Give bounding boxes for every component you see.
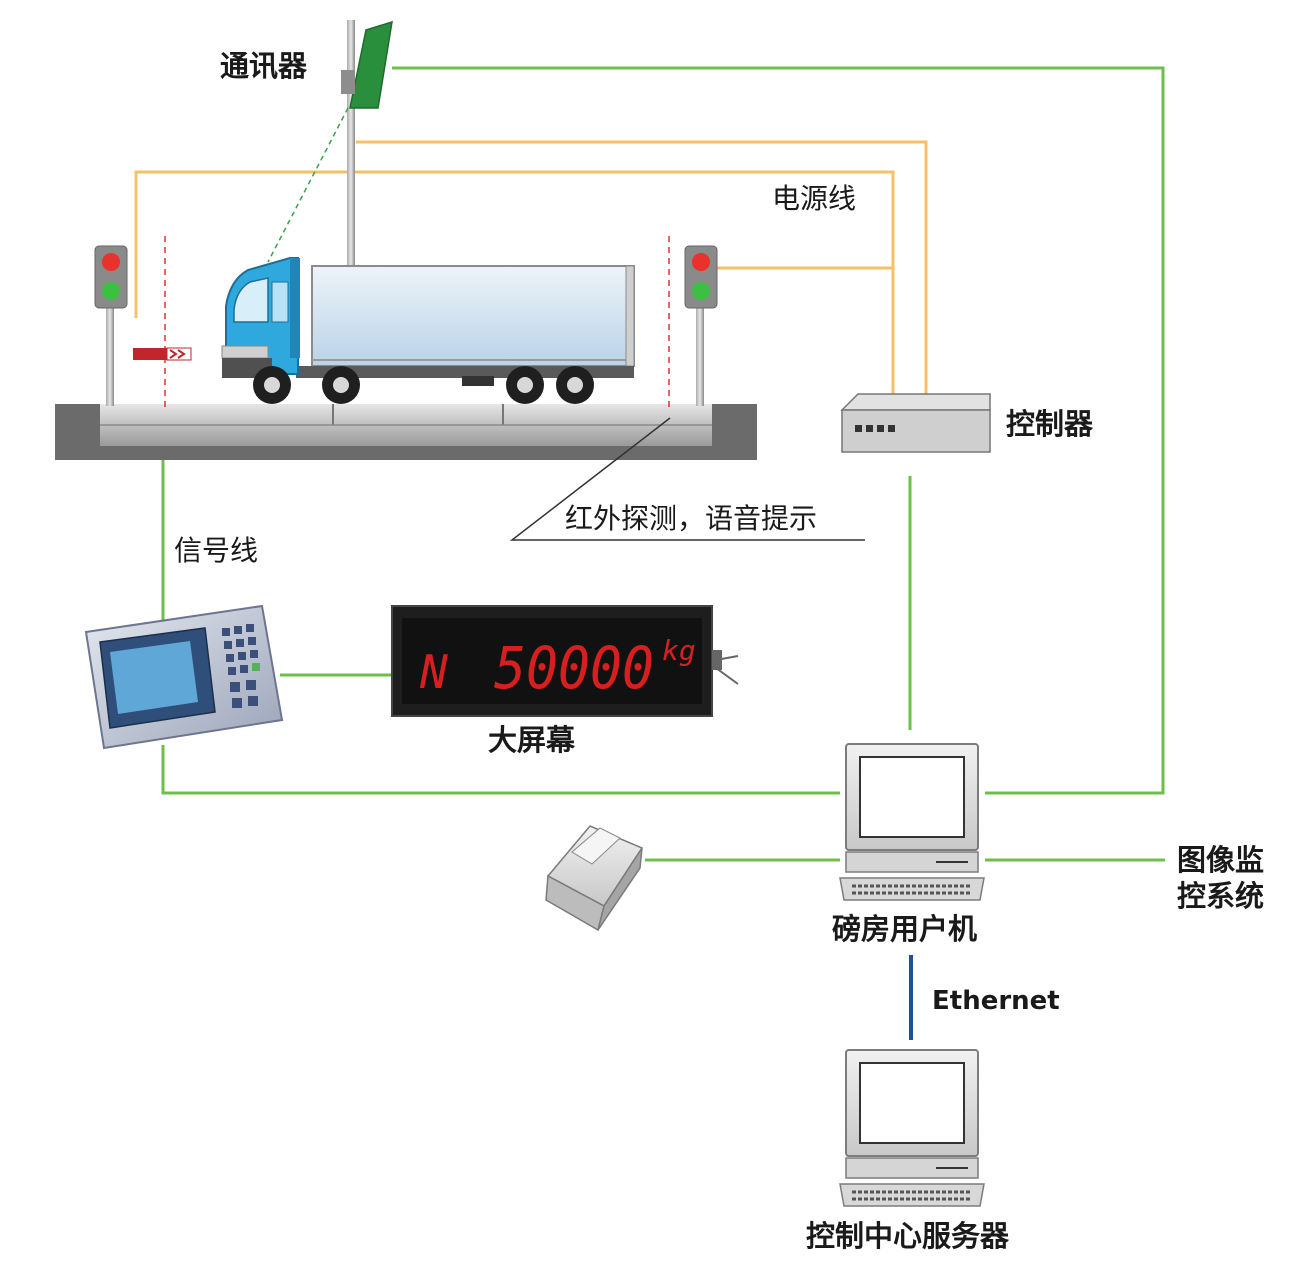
truck-wheels xyxy=(253,366,594,404)
printer xyxy=(545,825,644,932)
red-light-icon xyxy=(102,253,120,271)
label-signal-line: 信号线 xyxy=(174,534,258,567)
green-light-icon xyxy=(102,282,120,300)
server-pc xyxy=(839,1049,985,1207)
red-light-icon xyxy=(692,253,710,271)
line-antenna-to-pc xyxy=(392,66,1165,795)
label-infrared: 红外探测，语音提示 xyxy=(565,502,817,535)
truck xyxy=(221,257,635,404)
pc-monitor-screen xyxy=(859,1062,965,1144)
power-lines xyxy=(134,140,928,420)
label-ethernet: Ethernet xyxy=(932,986,1060,1016)
label-controller: 控制器 xyxy=(1006,407,1094,441)
weighroom-pc xyxy=(839,743,985,901)
antenna-pole xyxy=(347,20,355,270)
cargo-box xyxy=(311,265,635,367)
controller-box xyxy=(840,393,991,453)
label-big-screen: 大屏幕 xyxy=(488,723,576,757)
terminal-keypad xyxy=(222,624,260,708)
display-value: 50000 xyxy=(494,634,654,702)
network-lines xyxy=(161,66,1165,862)
display-mode: N xyxy=(419,645,448,699)
pc-monitor-screen xyxy=(859,756,965,838)
weighbridge-platform xyxy=(55,404,757,460)
antenna-panel xyxy=(349,20,393,109)
traffic-light-right xyxy=(684,245,718,406)
label-comm-device: 通讯器 xyxy=(220,49,308,83)
display-unit: kg xyxy=(662,634,696,667)
power-line-left-light xyxy=(134,170,895,420)
weighing-terminal xyxy=(84,604,284,750)
terminal-screen xyxy=(110,641,198,714)
traffic-light-left xyxy=(94,245,128,406)
label-monitoring-line2: 控系统 xyxy=(1177,879,1264,913)
label-monitoring-line1: 图像监 xyxy=(1177,843,1264,877)
pc-keyboard xyxy=(839,877,985,901)
comm-device xyxy=(267,20,393,270)
infrared-callout xyxy=(509,417,865,541)
label-server: 控制中心服务器 xyxy=(806,1219,1010,1253)
truck-windshield xyxy=(233,277,269,323)
line-terminal-to-pc xyxy=(161,745,840,795)
signal-beam xyxy=(267,107,349,263)
label-power-line: 电源线 xyxy=(772,182,856,215)
label-weighroom-pc: 磅房用户机 xyxy=(832,912,977,946)
antenna-mount xyxy=(341,70,355,94)
direction-arrow xyxy=(133,347,192,361)
big-screen-display: N 50000 kg xyxy=(391,605,739,717)
green-light-icon xyxy=(692,282,710,300)
pc-keyboard xyxy=(839,1183,985,1207)
power-line-antenna xyxy=(356,140,928,420)
